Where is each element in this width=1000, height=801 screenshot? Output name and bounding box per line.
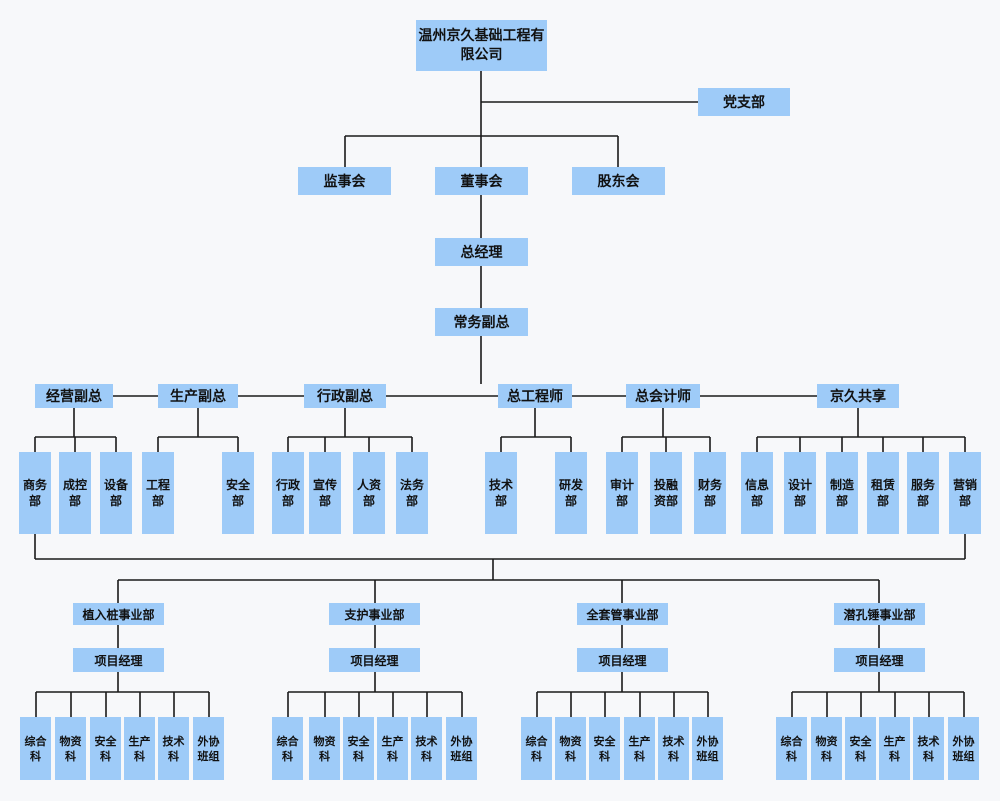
dept-node: 信息部 <box>741 452 773 534</box>
supervisors-node: 监事会 <box>298 167 391 195</box>
dept-node: 宣传部 <box>309 452 341 534</box>
dept-node: 设备部 <box>100 452 132 534</box>
section-node: 技术科 <box>913 717 944 780</box>
section-node: 外协班组 <box>193 717 224 780</box>
dept-node: 成控部 <box>59 452 91 534</box>
dept-node: 法务部 <box>396 452 428 534</box>
section-node: 安全科 <box>845 717 876 780</box>
dept-node: 财务部 <box>694 452 726 534</box>
dept-node: 审计部 <box>606 452 638 534</box>
division-node: 总会计师 <box>626 384 700 408</box>
section-node: 物资科 <box>555 717 586 780</box>
dept-node: 行政部 <box>272 452 304 534</box>
business-unit-node: 全套管事业部 <box>577 603 668 625</box>
dept-node: 技术部 <box>485 452 517 534</box>
section-node: 综合科 <box>776 717 807 780</box>
division-node: 经营副总 <box>35 384 113 408</box>
section-node: 综合科 <box>20 717 51 780</box>
dept-node: 研发部 <box>555 452 587 534</box>
dept-node: 工程部 <box>142 452 174 534</box>
dept-node: 安全部 <box>222 452 254 534</box>
section-node: 生产科 <box>879 717 910 780</box>
section-node: 安全科 <box>343 717 374 780</box>
division-node: 行政副总 <box>304 384 386 408</box>
division-node: 京久共享 <box>817 384 899 408</box>
business-unit-node: 潜孔锤事业部 <box>834 603 925 625</box>
board-node: 董事会 <box>435 167 528 195</box>
dept-node: 投融资部 <box>650 452 682 534</box>
business-unit-node: 支护事业部 <box>329 603 420 625</box>
division-node: 生产副总 <box>158 384 238 408</box>
party-branch-node: 党支部 <box>698 88 790 116</box>
shareholders-node: 股东会 <box>572 167 665 195</box>
project-manager-node: 项目经理 <box>73 648 164 672</box>
dept-node: 租赁部 <box>867 452 899 534</box>
section-node: 技术科 <box>658 717 689 780</box>
dept-node: 制造部 <box>826 452 858 534</box>
exec-deputy-node: 常务副总 <box>435 308 528 336</box>
section-node: 技术科 <box>411 717 442 780</box>
section-node: 外协班组 <box>446 717 477 780</box>
section-node: 安全科 <box>90 717 121 780</box>
dept-node: 设计部 <box>784 452 816 534</box>
section-node: 综合科 <box>521 717 552 780</box>
gm-node: 总经理 <box>435 238 528 266</box>
project-manager-node: 项目经理 <box>577 648 668 672</box>
dept-node: 商务部 <box>19 452 51 534</box>
business-unit-node: 植入桩事业部 <box>73 603 164 625</box>
section-node: 物资科 <box>811 717 842 780</box>
section-node: 物资科 <box>55 717 86 780</box>
section-node: 外协班组 <box>692 717 723 780</box>
dept-node: 营销部 <box>949 452 981 534</box>
project-manager-node: 项目经理 <box>834 648 925 672</box>
dept-node: 人资部 <box>353 452 385 534</box>
division-node: 总工程师 <box>498 384 572 408</box>
section-node: 综合科 <box>272 717 303 780</box>
project-manager-node: 项目经理 <box>329 648 420 672</box>
section-node: 外协班组 <box>948 717 979 780</box>
section-node: 安全科 <box>589 717 620 780</box>
company-node: 温州京久基础工程有限公司 <box>416 20 547 71</box>
section-node: 生产科 <box>624 717 655 780</box>
section-node: 技术科 <box>158 717 189 780</box>
dept-node: 服务部 <box>907 452 939 534</box>
section-node: 物资科 <box>309 717 340 780</box>
section-node: 生产科 <box>377 717 408 780</box>
section-node: 生产科 <box>124 717 155 780</box>
